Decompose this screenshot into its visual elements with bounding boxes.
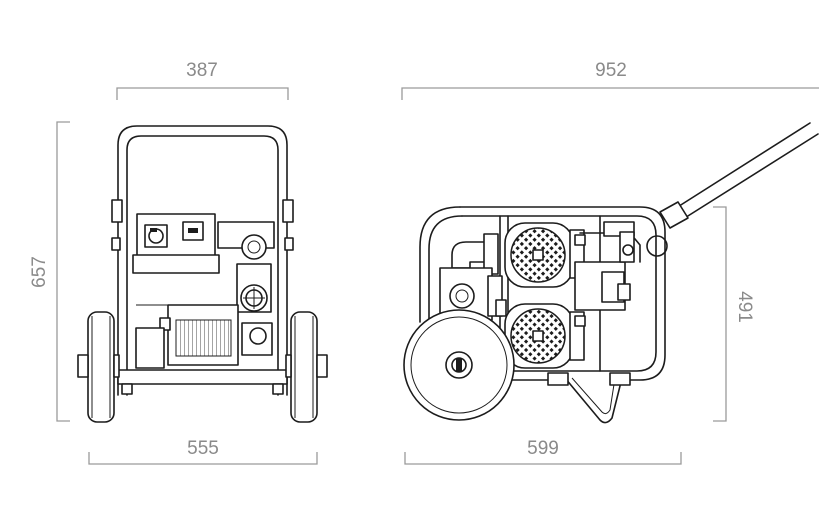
dimension-side-total: 952 <box>401 60 819 100</box>
dimension-front-bottom: 555 <box>88 438 318 465</box>
side-hardware <box>574 221 641 327</box>
dimension-front-top: 387 <box>116 60 289 100</box>
dimension-front-height: 657 <box>29 121 70 422</box>
dim-label-front-height: 657 <box>29 256 50 288</box>
upper-motor <box>504 222 585 288</box>
side-stand <box>564 377 623 424</box>
front-handle-outer <box>117 125 288 396</box>
front-wheel-left <box>77 311 120 423</box>
lower-motor <box>504 303 585 369</box>
side-view <box>403 122 819 424</box>
dim-label-front-top: 387 <box>186 60 218 81</box>
dimension-side-bottom: 599 <box>404 438 682 465</box>
side-frame-outer <box>459 206 666 381</box>
front-handle-inner <box>126 135 279 396</box>
inlet-pipe <box>451 233 499 275</box>
pump-head-front <box>217 221 275 356</box>
front-base-bar <box>117 369 288 385</box>
front-wheel-right <box>285 311 328 423</box>
control-panel-box <box>132 213 220 274</box>
dim-label-side-total: 952 <box>595 60 627 81</box>
tow-handle <box>646 122 819 257</box>
dim-label-side-bottom: 599 <box>527 438 559 459</box>
motor-block-front <box>135 304 239 369</box>
dim-label-side-height: 491 <box>734 291 755 323</box>
front-view <box>77 125 328 423</box>
dim-label-front-bottom: 555 <box>187 438 219 459</box>
dimension-side-height: 491 <box>713 206 755 422</box>
side-frame-inner <box>461 215 657 372</box>
side-wheel <box>403 309 515 421</box>
